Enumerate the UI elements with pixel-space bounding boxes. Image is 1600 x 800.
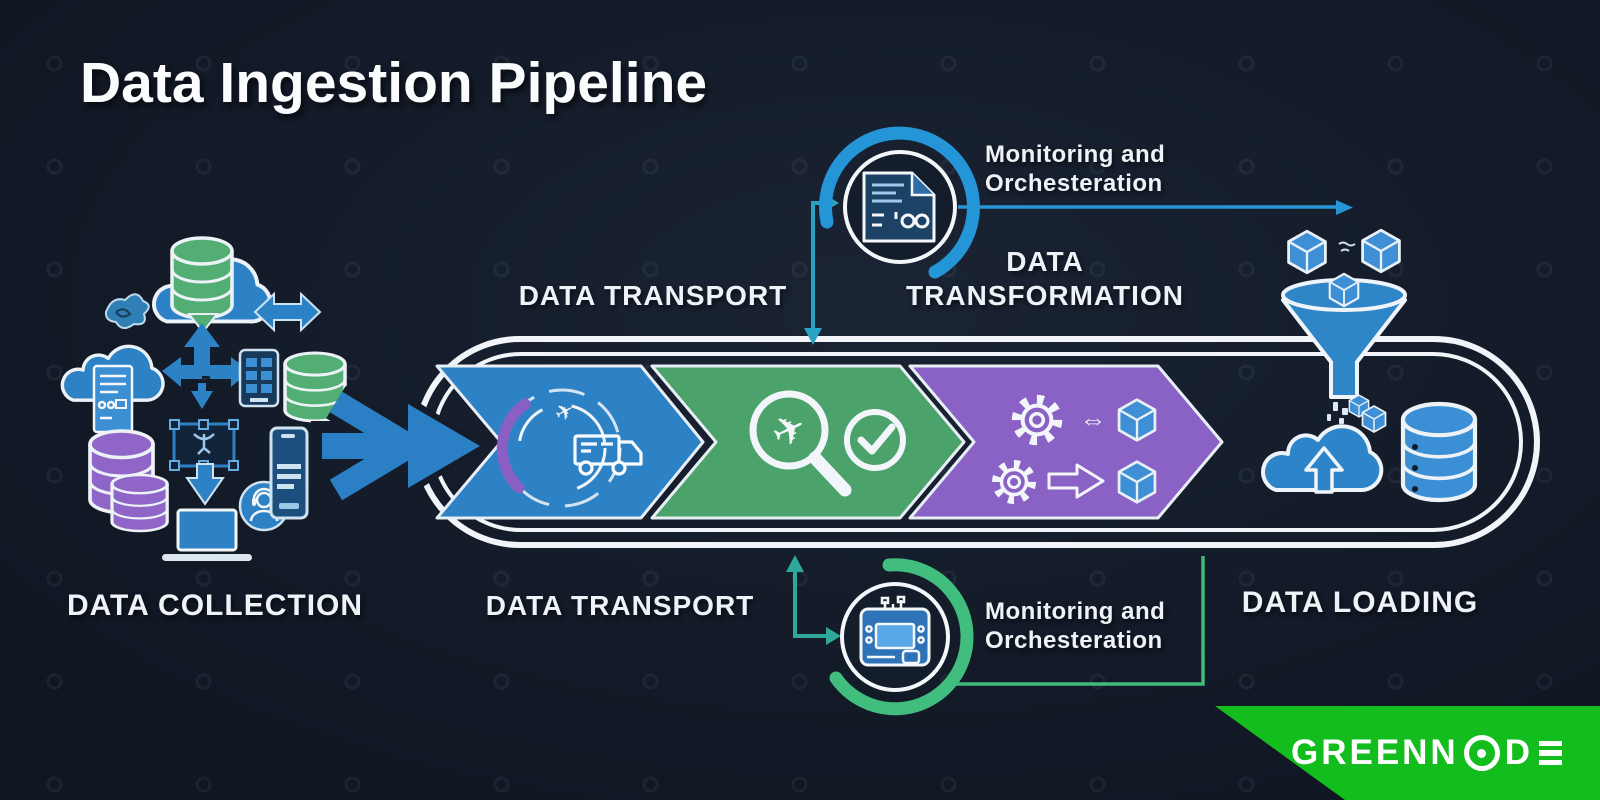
arrow-right-icon	[1336, 200, 1353, 215]
pipeline-segments: ✈ ✈ ⇔	[435, 364, 1224, 520]
gear-transform-icons: ⇔	[996, 399, 1157, 502]
label-data-collection: DATA COLLECTION	[66, 589, 364, 622]
smartphone-icon	[269, 426, 309, 520]
label-line: Orchesteration	[985, 627, 1163, 655]
mobile-app-icon	[238, 348, 280, 408]
database-icon	[1398, 402, 1480, 507]
label-data-transport-bottom: DATA TRANSPORT	[485, 590, 755, 621]
monitoring-bottom-badge	[829, 558, 974, 716]
brand-logo: GREENN D	[1291, 733, 1562, 773]
funnel-icon	[1281, 228, 1407, 433]
label-line: DATA	[1006, 246, 1084, 277]
down-arrow-icon	[185, 463, 225, 506]
cloud-upload-icon	[1261, 424, 1384, 494]
control-device-icon	[859, 595, 931, 667]
laptop-icon	[162, 508, 252, 561]
pipeline-entry-arrow-icon	[311, 385, 489, 507]
label-data-transformation: DATA TRANSFORMATION	[895, 245, 1195, 313]
brand-letter-e-icon	[1539, 740, 1562, 766]
cloud-document-icon	[60, 344, 165, 434]
sync-arrows-icon	[253, 291, 322, 333]
label-data-loading: DATA LOADING	[1241, 586, 1479, 619]
brand-wordmark-mid: D	[1504, 733, 1533, 772]
label-data-transport-top: DATA TRANSPORT	[518, 280, 788, 311]
double-arrow-icon: ⇔	[1080, 405, 1107, 435]
right-arrow-icon	[1047, 463, 1105, 499]
arrow-down-icon	[804, 328, 822, 345]
arrow-right-icon	[826, 627, 841, 645]
label-line: TRANSFORMATION	[906, 280, 1184, 312]
report-document-icon	[862, 171, 936, 243]
label-monitoring-top: Monitoring and Orchesteration	[985, 140, 1165, 199]
brand-letter-o-icon	[1463, 735, 1500, 771]
arrow-up-icon	[786, 555, 804, 572]
label-line: Monitoring and	[985, 141, 1166, 168]
brand-wordmark-prefix: GREENN	[1290, 733, 1459, 772]
page-title: Data Ingestion Pipeline	[80, 51, 708, 115]
label-monitoring-bottom: Monitoring and Orchesteration	[985, 597, 1165, 656]
check-circle-icon	[844, 409, 906, 471]
label-line: Orchesteration	[985, 170, 1163, 198]
data-collection-icons	[60, 236, 347, 561]
vector-frame-icon	[169, 419, 239, 471]
monitoring-top-badge	[818, 126, 980, 279]
cloud-database-icon	[152, 236, 273, 334]
unstructured-data-icon	[104, 293, 150, 329]
segment-validation	[650, 364, 966, 520]
label-line: Monitoring and	[985, 598, 1166, 625]
data-droplets	[1327, 402, 1348, 424]
